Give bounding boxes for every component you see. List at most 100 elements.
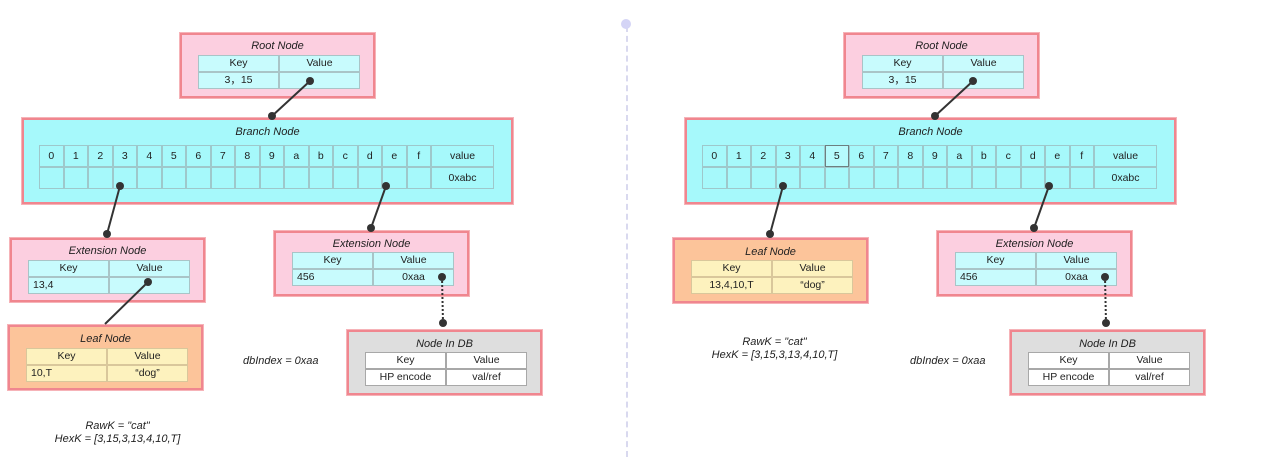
value-header: Value — [279, 55, 360, 72]
edge-dot — [1045, 182, 1053, 190]
branch-slot-label: 8 — [235, 145, 260, 167]
branch-slot-label: 0 — [702, 145, 727, 167]
key-header: Key — [955, 252, 1036, 269]
edge-ext2-db — [441, 276, 444, 324]
branch-slot-cell — [824, 167, 849, 189]
value-header: Value — [446, 352, 527, 369]
branch-slot-cell — [873, 167, 898, 189]
branch-slot-cell — [333, 167, 358, 189]
edge-dot — [766, 230, 774, 238]
hexk-note: HexK = [3,15,3,13,4,10,T] — [711, 349, 838, 361]
left-leaf-node: Leaf Node Key Value 10,T “dog” — [8, 325, 203, 390]
branch-slot-label: 4 — [137, 145, 162, 167]
ext2-kv-table: Key Value 456 0xaa — [955, 252, 1117, 286]
node-title: Extension Node — [995, 238, 1074, 250]
edge-dot — [103, 230, 111, 238]
edge-branch-e-ext2 — [370, 185, 387, 229]
branch-slot-label: 0 — [39, 145, 64, 167]
right-db-node: Node In DB Key Value HP encode val/ref — [1010, 330, 1205, 395]
branch-slot-label: 9 — [922, 145, 947, 167]
branch-slot-label: 3 — [112, 145, 137, 167]
key-header: Key — [691, 260, 772, 277]
value-header: Value — [772, 260, 853, 277]
branch-slot-label: 2 — [88, 145, 113, 167]
ext2-key: 456 — [955, 269, 1036, 286]
edge-dot — [779, 182, 787, 190]
branch-slot-cell — [971, 167, 996, 189]
branch-slot-cell — [800, 167, 825, 189]
db-key: HP encode — [365, 369, 446, 386]
left-extension-node-1: Extension Node Key Value 13,4 — [10, 238, 205, 302]
right-root-node: Root Node Key Value 3，15 — [844, 33, 1039, 98]
branch-slot-cell — [235, 167, 260, 189]
branch-slot-cell — [186, 167, 211, 189]
branch-slot-label: 6 — [849, 145, 874, 167]
edge-dot — [439, 319, 447, 327]
db-index-note: dbIndex = 0xaa — [910, 355, 986, 367]
node-title: Extension Node — [68, 245, 147, 257]
edge-dot — [306, 77, 314, 85]
branch-slot-cell — [88, 167, 113, 189]
edge-root-branch — [934, 80, 974, 117]
key-header: Key — [292, 252, 373, 269]
value-header: Value — [1036, 252, 1117, 269]
left-extension-node-2: Extension Node Key Value 456 0xaa — [274, 231, 469, 296]
branch-slot-label: 5 — [824, 145, 849, 167]
node-title: Root Node — [251, 40, 304, 52]
right-extension-node: Extension Node Key Value 456 0xaa — [937, 231, 1132, 296]
root-value — [943, 72, 1024, 89]
ext1-key: 13,4 — [28, 277, 109, 294]
root-key: 3，15 — [198, 72, 279, 89]
db-kv-table: Key Value HP encode val/ref — [365, 352, 527, 386]
branch-slot-cell — [210, 167, 235, 189]
edge-dot — [144, 278, 152, 286]
key-header: Key — [365, 352, 446, 369]
branch-value: 0xabc — [431, 167, 494, 189]
branch-slot-cell — [898, 167, 923, 189]
branch-slot-cell — [161, 167, 186, 189]
db-value: val/ref — [446, 369, 527, 386]
root-kv-table: Key Value 3，15 — [862, 55, 1024, 89]
ext2-kv-table: Key Value 456 0xaa — [292, 252, 454, 286]
branch-slot-label: f — [1069, 145, 1094, 167]
key-header: Key — [26, 348, 107, 365]
leaf-kv-table: Key Value 13,4,10,T “dog” — [691, 260, 853, 294]
ext2-key: 456 — [292, 269, 373, 286]
branch-slot-label: c — [996, 145, 1021, 167]
right-leaf-node: Leaf Node Key Value 13,4,10,T “dog” — [673, 238, 868, 303]
edge-dot — [1102, 319, 1110, 327]
root-value — [279, 72, 360, 89]
branch-slot-label: b — [308, 145, 333, 167]
branch-slot-label: 3 — [775, 145, 800, 167]
panel-divider — [626, 26, 628, 457]
branch-slot-label: 7 — [873, 145, 898, 167]
branch-slot-label: a — [284, 145, 309, 167]
node-title: Root Node — [915, 40, 968, 52]
branch-slot-label: 8 — [898, 145, 923, 167]
edge-branch-3-leaf — [769, 185, 784, 235]
edge-dot — [1030, 224, 1038, 232]
branch-value-header: value — [1094, 145, 1157, 167]
branch-slot-label: 1 — [63, 145, 88, 167]
key-header: Key — [1028, 352, 1109, 369]
branch-slot-label: 5 — [161, 145, 186, 167]
edge-branch-3-ext1 — [106, 185, 121, 235]
branch-slot-label: 2 — [751, 145, 776, 167]
branch-slot-cell — [137, 167, 162, 189]
branch-slot-cell — [308, 167, 333, 189]
edge-dot — [382, 182, 390, 190]
branch-slot-label: d — [357, 145, 382, 167]
branch-slot-cell — [702, 167, 727, 189]
ext2-value: 0xaa — [1036, 269, 1117, 286]
branch-value: 0xabc — [1094, 167, 1157, 189]
branch-slot-label: b — [971, 145, 996, 167]
node-title: Branch Node — [235, 126, 300, 138]
edge-dot — [438, 273, 446, 281]
branch-slot-cell — [259, 167, 284, 189]
branch-slot-label: e — [382, 145, 407, 167]
right-connectors — [766, 77, 1110, 327]
edge-dot — [116, 182, 124, 190]
branch-slot-cell — [1069, 167, 1094, 189]
